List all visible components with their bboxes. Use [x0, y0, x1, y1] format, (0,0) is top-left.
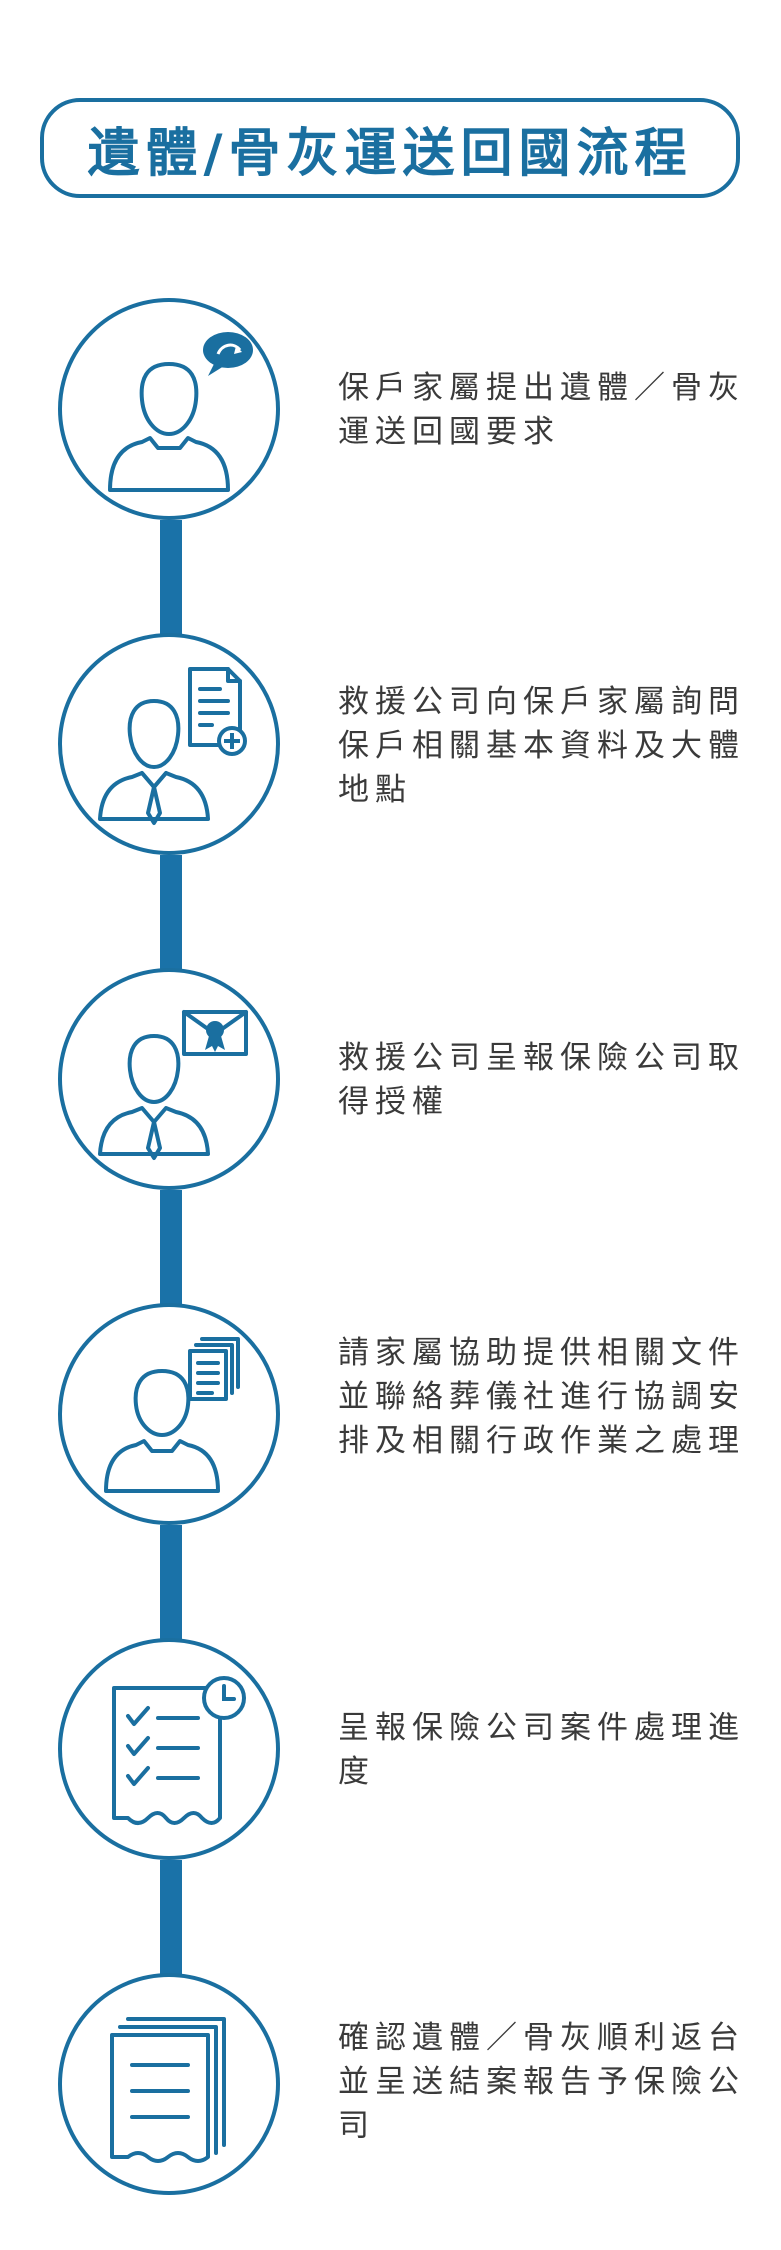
connector-3-4 [160, 1190, 182, 1308]
businessman-certificate-icon [98, 1010, 248, 1160]
title-banner: 遺體/骨灰運送回國流程 [40, 98, 740, 198]
person-documents-icon [104, 1337, 240, 1493]
checklist-clock-icon [112, 1676, 246, 1825]
page-title: 遺體/骨灰運送回國流程 [87, 123, 693, 184]
step-6-circle [58, 1973, 280, 2195]
step-5-text: 呈報保險公司案件處理進度 [338, 1710, 745, 1790]
step-1-text: 保戶家屬提出遺體／骨灰運送回國要求 [338, 370, 745, 450]
businessman-document-icon [98, 667, 247, 825]
step-3-text: 救援公司呈報保險公司取得授權 [338, 1040, 745, 1120]
connector-2-3 [160, 855, 182, 973]
person-speech-bubble-icon [108, 332, 253, 492]
connector-5-6 [160, 1860, 182, 1978]
connector-4-5 [160, 1525, 182, 1643]
connector-1-2 [160, 520, 182, 638]
stacked-documents-icon [110, 2017, 226, 2163]
step-5-circle [58, 1638, 280, 1860]
step-6-text: 確認遺體／骨灰順利返台並呈送結案報告予保險公司 [338, 2020, 745, 2144]
step-4-text: 請家屬協助提供相關文件並聯絡葬儀社進行協調安排及相關行政作業之處理 [338, 1335, 745, 1459]
step-2-text: 救援公司向保戶家屬詢問保戶相關基本資料及大體地點 [338, 684, 745, 808]
step-3-circle [58, 968, 280, 1190]
step-1-circle [58, 298, 280, 520]
step-4-circle [58, 1303, 280, 1525]
step-2-circle [58, 633, 280, 855]
